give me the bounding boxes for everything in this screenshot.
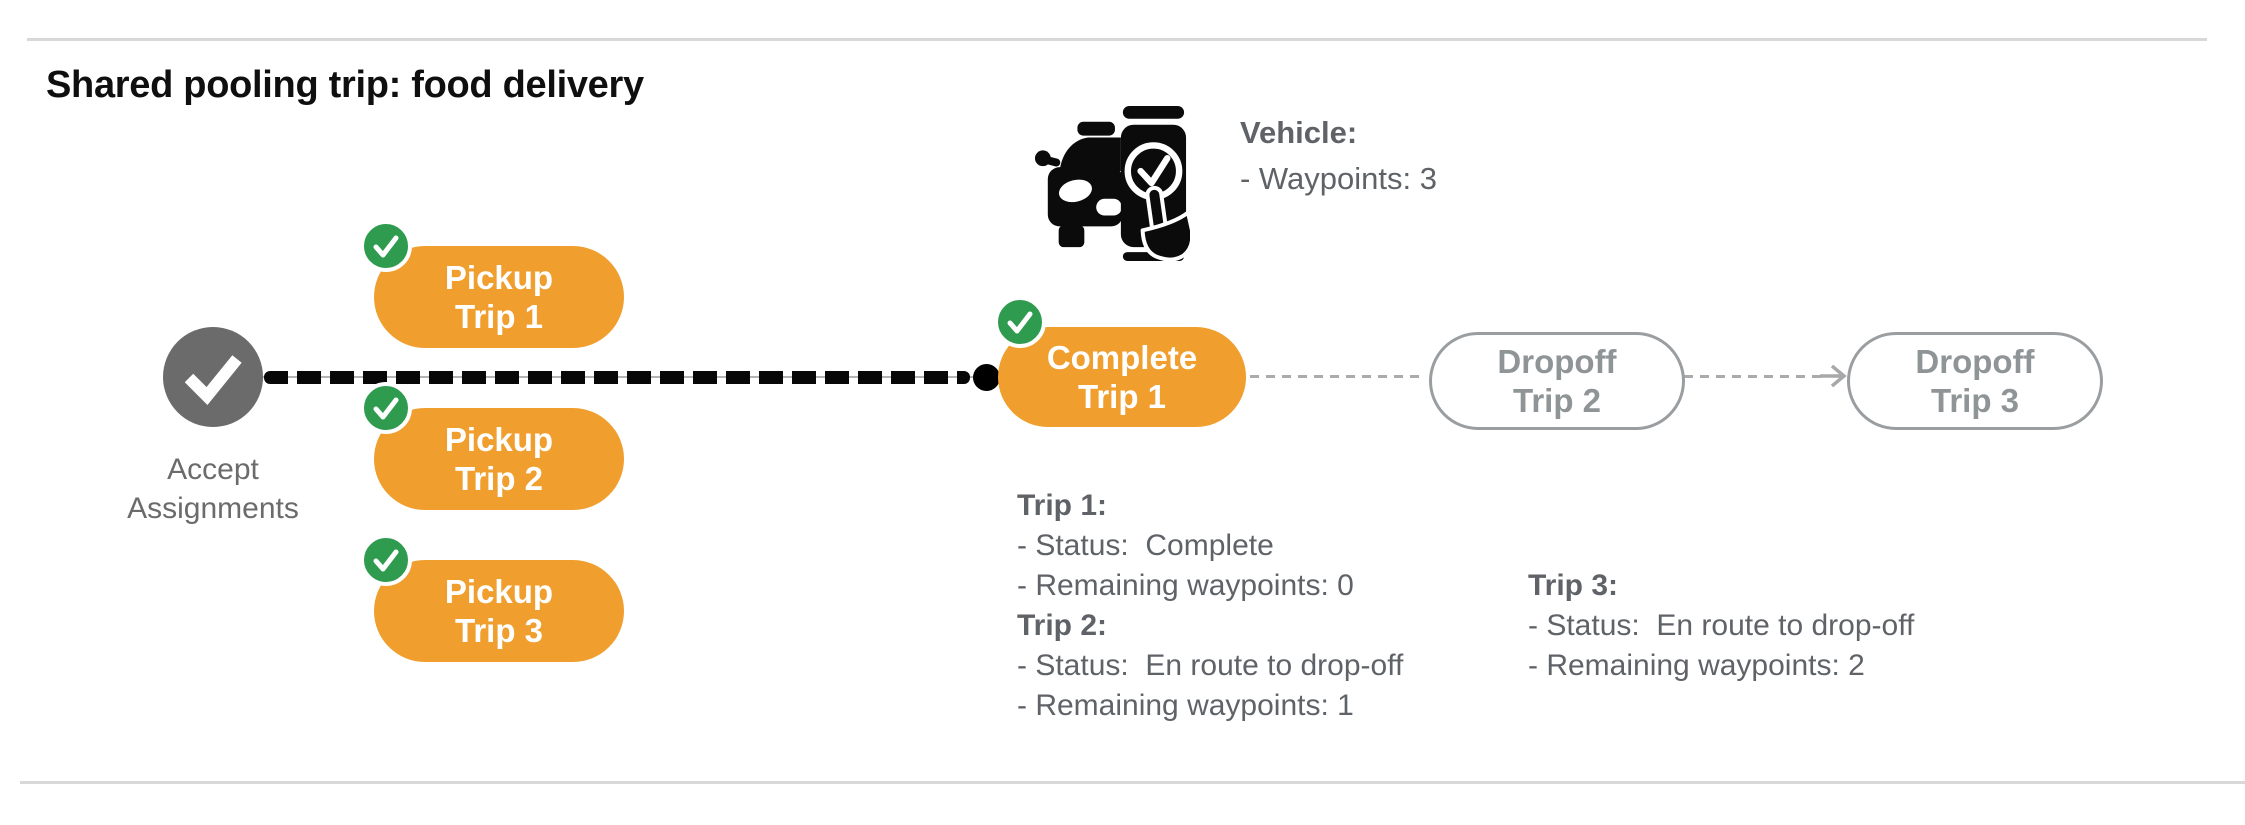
bottom-divider: [20, 781, 2245, 784]
check-badge-icon: [994, 296, 1046, 348]
vehicle-info: Vehicle: - Waypoints: 3: [1240, 110, 1437, 202]
accept-assignments-node: [163, 327, 263, 427]
pill-label-line1: Pickup: [444, 421, 554, 458]
pickup-trip-3-node: Pickup Trip 3: [360, 534, 624, 662]
pill-label-line1: Dropoff: [1497, 343, 1617, 380]
top-divider: [27, 38, 2207, 41]
accept-assignments-label: Accept Assignments: [127, 453, 299, 525]
check-icon: [373, 397, 399, 420]
complete-trip-1-node: Complete Trip 1: [994, 296, 1246, 427]
vehicle-waypoints: - Waypoints: 3: [1240, 161, 1437, 196]
pill-label-line2: Trip 1: [454, 298, 544, 335]
pill-label-line1: Pickup: [444, 573, 554, 610]
pill-label-line2: Trip 2: [454, 460, 544, 497]
trip-3-status: - Status: En route to drop-off: [1528, 609, 1915, 642]
dropoff-trip-3-node: Dropoff Trip 3: [1847, 332, 2103, 430]
arrowhead-icon: [1820, 364, 1847, 388]
pill-label-line2: Trip 2: [1512, 382, 1602, 419]
trip-3-waypoints: - Remaining waypoints: 2: [1528, 649, 1865, 682]
trip-1-status: - Status: Complete: [1017, 529, 1274, 562]
current-position-dot: [973, 364, 1000, 391]
car-phone-check-icon: [1034, 105, 1190, 262]
status-block-trip-3: Trip 3: - Status: En route to drop-off -…: [1528, 566, 1914, 686]
pending-connector-2: [1684, 375, 1822, 378]
vehicle-label: Vehicle:: [1240, 115, 1358, 150]
check-badge-icon: [360, 220, 412, 272]
trip-3-header: Trip 3:: [1528, 569, 1619, 602]
pill-label-line2: Trip 1: [1077, 378, 1167, 415]
pill-label-line1: Pickup: [444, 259, 554, 296]
check-badge-icon: [360, 534, 412, 586]
check-icon: [184, 355, 242, 405]
trip-2-waypoints: - Remaining waypoints: 1: [1017, 689, 1354, 722]
pill-label-line1: Complete: [1046, 339, 1198, 376]
trip-2-header: Trip 2:: [1017, 609, 1108, 642]
pickup-trip-1-node: Pickup Trip 1: [360, 220, 624, 348]
pill-label-line2: Trip 3: [1930, 382, 2020, 419]
page-title: Shared pooling trip: food delivery: [46, 64, 644, 106]
check-badge-icon: [360, 382, 412, 434]
pending-connector-1: [1250, 375, 1426, 378]
dropoff-trip-2-node: Dropoff Trip 2: [1429, 332, 1685, 430]
status-block-trips-1-2: Trip 1: - Status: Complete - Remaining w…: [1017, 486, 1403, 726]
trip-1-waypoints: - Remaining waypoints: 0: [1017, 569, 1354, 602]
check-icon: [1007, 311, 1033, 334]
trip-1-header: Trip 1:: [1017, 489, 1108, 522]
pickup-trip-2-node: Pickup Trip 2: [360, 382, 624, 510]
check-icon: [373, 549, 399, 572]
pill-label-line1: Dropoff: [1915, 343, 2035, 380]
pill-label-line2: Trip 3: [454, 612, 544, 649]
route-dashed-line: [264, 371, 970, 384]
trip-2-status: - Status: En route to drop-off: [1017, 649, 1404, 682]
check-icon: [373, 235, 399, 258]
